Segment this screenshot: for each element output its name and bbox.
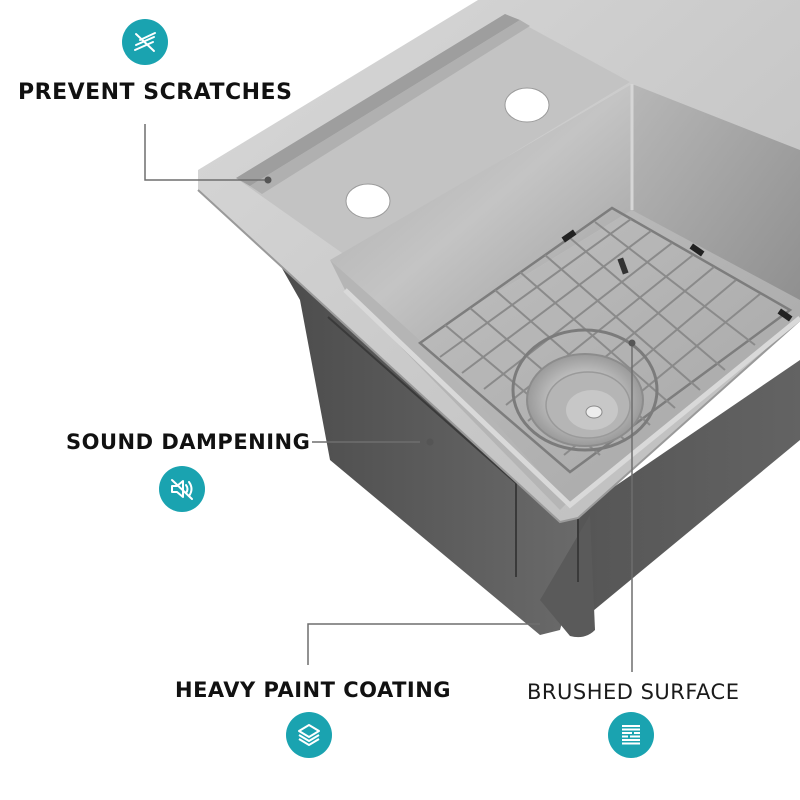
feature-label-brushed-surface: BRUSHED SURFACE <box>527 680 740 704</box>
layers-icon <box>298 724 320 746</box>
basin-back-wall <box>330 84 632 340</box>
prevent-scratches-badge <box>122 19 168 65</box>
feature-label-prevent-scratches: PREVENT SCRATCHES <box>18 80 293 105</box>
anchor-dot-prevent-scratches <box>264 176 272 184</box>
drain-ring <box>511 328 659 452</box>
brushed-surface-badge <box>608 712 654 758</box>
scratch-lines-icon <box>134 32 156 52</box>
brushed-texture-icon <box>622 725 640 745</box>
mute-speaker-icon <box>171 479 193 500</box>
faucet-deck <box>236 14 630 255</box>
heavy-paint-coating-badge <box>286 712 332 758</box>
feature-label-sound-dampening: SOUND DAMPENING <box>66 430 311 454</box>
faucet-hole-1 <box>345 183 391 219</box>
anchor-dot-brushed-surface <box>628 339 636 347</box>
anchor-dot-sound-dampening <box>426 438 434 446</box>
feature-label-heavy-paint-coating: HEAVY PAINT COATING <box>175 678 452 702</box>
drain-knob <box>585 405 603 419</box>
sound-dampening-badge <box>159 466 205 512</box>
leader-heavy-paint-coating <box>307 623 540 665</box>
faucet-hole-2 <box>504 87 550 123</box>
basin-right-wall <box>632 84 800 318</box>
leader-prevent-scratches <box>144 124 266 181</box>
outer-bottom-corner <box>540 515 595 638</box>
outer-wall-right <box>570 360 800 630</box>
